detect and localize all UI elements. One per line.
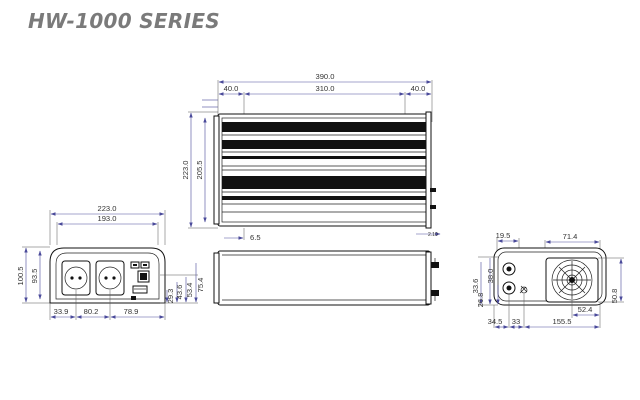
front-h4-label: 75.4 (196, 278, 205, 293)
front-base-left-label: 33.9 (54, 307, 69, 316)
rear-h-b-label: 26.8 (476, 293, 485, 308)
rear-h-total-label: 38.0 (486, 269, 495, 284)
rear-view: 19.5 71.4 (471, 231, 624, 329)
front-base-right-label: 78.9 (124, 307, 139, 316)
top-foot-offset-label: 6.5 (250, 233, 261, 242)
top-overall-width-label: 390.0 (315, 72, 334, 81)
top-middle-label: 310.0 (315, 84, 334, 93)
front-h1-label: 29.3 (166, 289, 175, 304)
top-foot-right-label: 2.10 (428, 232, 438, 238)
rear-fan-offset-label: 52.4 (578, 305, 593, 314)
rear-terminal-width-label: 19.5 (496, 231, 511, 240)
front-overall-width-label: 223.0 (97, 204, 116, 213)
top-view: 390.0 40.0 310.0 40.0 223.0 205.5 (181, 72, 441, 242)
side-view (213, 250, 439, 306)
front-inner-height-label: 93.5 (30, 269, 39, 284)
front-overall-height-label: 100.5 (16, 266, 25, 285)
rear-offset-b-label: 33 (512, 317, 520, 326)
series-title: HW-1000 SERIES (28, 9, 221, 33)
rear-h-a-label: 33.6 (471, 279, 480, 294)
top-overall-height-label: 223.0 (181, 160, 190, 179)
rear-fan-width-label: 71.4 (563, 232, 578, 241)
front-h3-label: 53.4 (185, 283, 194, 298)
front-outlet-pitch-label: 80.2 (84, 307, 99, 316)
top-left-margin-label: 40.0 (224, 84, 239, 93)
front-inner-width-label: 193.0 (97, 214, 116, 223)
rear-fan-height-label: 50.8 (610, 289, 619, 304)
top-right-margin-label: 40.0 (411, 84, 426, 93)
rear-span-label: 155.5 (552, 317, 571, 326)
rear-offset-a-label: 34.5 (488, 317, 503, 326)
top-inner-height-label: 205.5 (195, 160, 204, 179)
front-view: 223.0 193.0 100.5 93.5 (16, 204, 205, 320)
front-h2-label: 43.6 (175, 285, 184, 300)
